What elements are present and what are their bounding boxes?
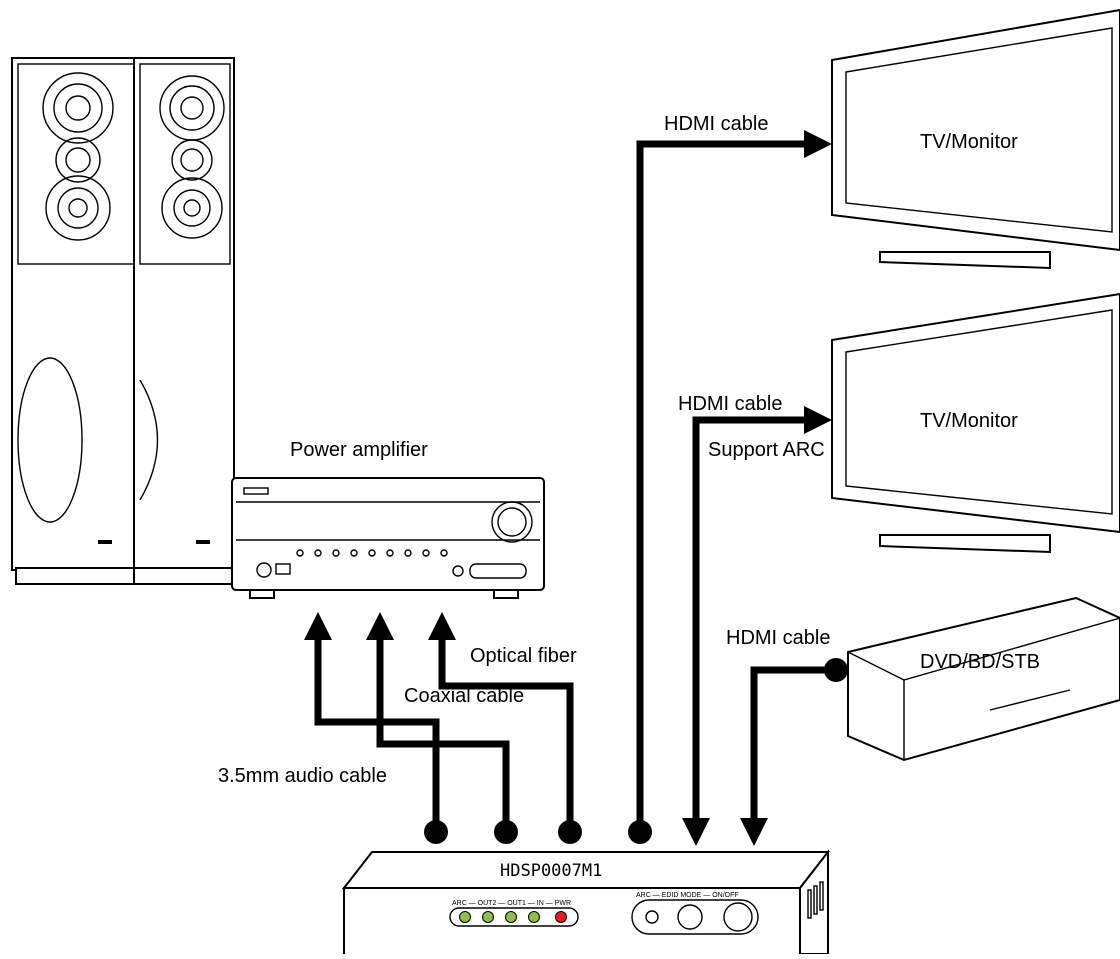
device-model-label: HDSP0007M1 <box>500 861 602 881</box>
audio-35-label: 3.5mm audio cable <box>218 765 387 787</box>
hdmi-out1-connector <box>628 820 652 844</box>
tv-middle-label: TV/Monitor <box>920 410 1018 432</box>
hdmi-in-cable <box>750 666 836 822</box>
hdmi-out2-cable <box>692 406 832 822</box>
coaxial-connector <box>494 820 518 844</box>
amplifier-label: Power amplifier <box>290 439 428 461</box>
tv-top-icon <box>831 8 1120 270</box>
hdmi-in-arrow-icon <box>740 818 768 846</box>
player-label: DVD/BD/STB <box>920 651 1040 673</box>
dvd-player-icon <box>847 596 1120 762</box>
coaxial-cable <box>366 612 510 832</box>
hdmi-out1-cable <box>636 130 832 832</box>
tv-middle-icon <box>831 292 1120 554</box>
front-right-panel-label: ARC — EDID MODE — ON/OFF <box>636 892 739 899</box>
hdmi-out2-arrow-icon <box>682 818 710 846</box>
optical-label: Optical fiber <box>470 645 577 667</box>
tv-top-label: TV/Monitor <box>920 131 1018 153</box>
hdmi-in-label: HDMI cable <box>726 627 830 649</box>
amplifier-icon <box>231 477 545 599</box>
coaxial-label: Coaxial cable <box>404 685 524 707</box>
arc-support-label: Support ARC <box>708 439 825 461</box>
front-left-panel-label: ARC — OUT2 — OUT1 — IN — PWR <box>452 900 571 907</box>
optical-connector <box>558 820 582 844</box>
left-speaker-icon <box>11 57 141 585</box>
optical-cable <box>428 612 574 832</box>
hdmi-out1-label: HDMI cable <box>664 113 768 135</box>
hdmi-in-connector <box>824 658 848 682</box>
audio-35-connector <box>424 820 448 844</box>
hdmi-out2-label: HDMI cable <box>678 393 782 415</box>
splitter-device-icon <box>341 849 831 959</box>
right-speaker-icon <box>133 57 239 585</box>
